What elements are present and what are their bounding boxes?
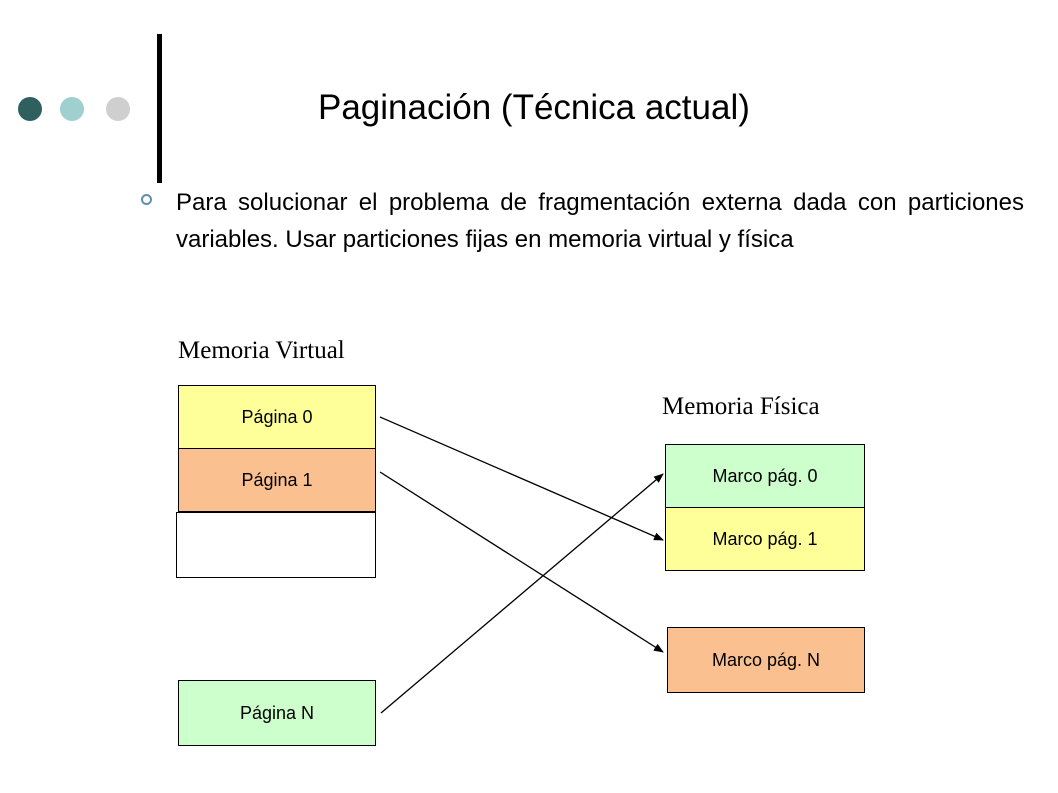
title-divider-line [157,34,162,183]
arrow-pagen-to-frame0 [380,473,664,714]
virtual-page-1: Página 1 [178,448,376,512]
physical-frame-1: Marco pág. 1 [665,507,865,571]
arrow-page1-to-framen [379,471,664,653]
virtual-page-n: Página N [178,680,376,746]
bullet-circle-icon [141,194,152,205]
bullet-text: Para solucionar el problema de fragmenta… [176,189,1024,253]
physical-frame-0: Marco pág. 0 [665,444,865,508]
decorative-dot-gray [106,97,130,121]
physical-memory-label: Memoria Física [662,393,820,420]
physical-frame-n: Marco pág. N [667,627,865,693]
virtual-memory-label: Memoria Virtual [178,337,345,364]
decorative-dot-dark [18,97,42,121]
slide-title: Paginación (Técnica actual) [318,88,750,127]
decorative-dot-teal [60,97,84,121]
virtual-page-0: Página 0 [178,385,376,449]
arrow-page0-to-frame1 [379,416,664,541]
virtual-page-empty [176,512,376,578]
